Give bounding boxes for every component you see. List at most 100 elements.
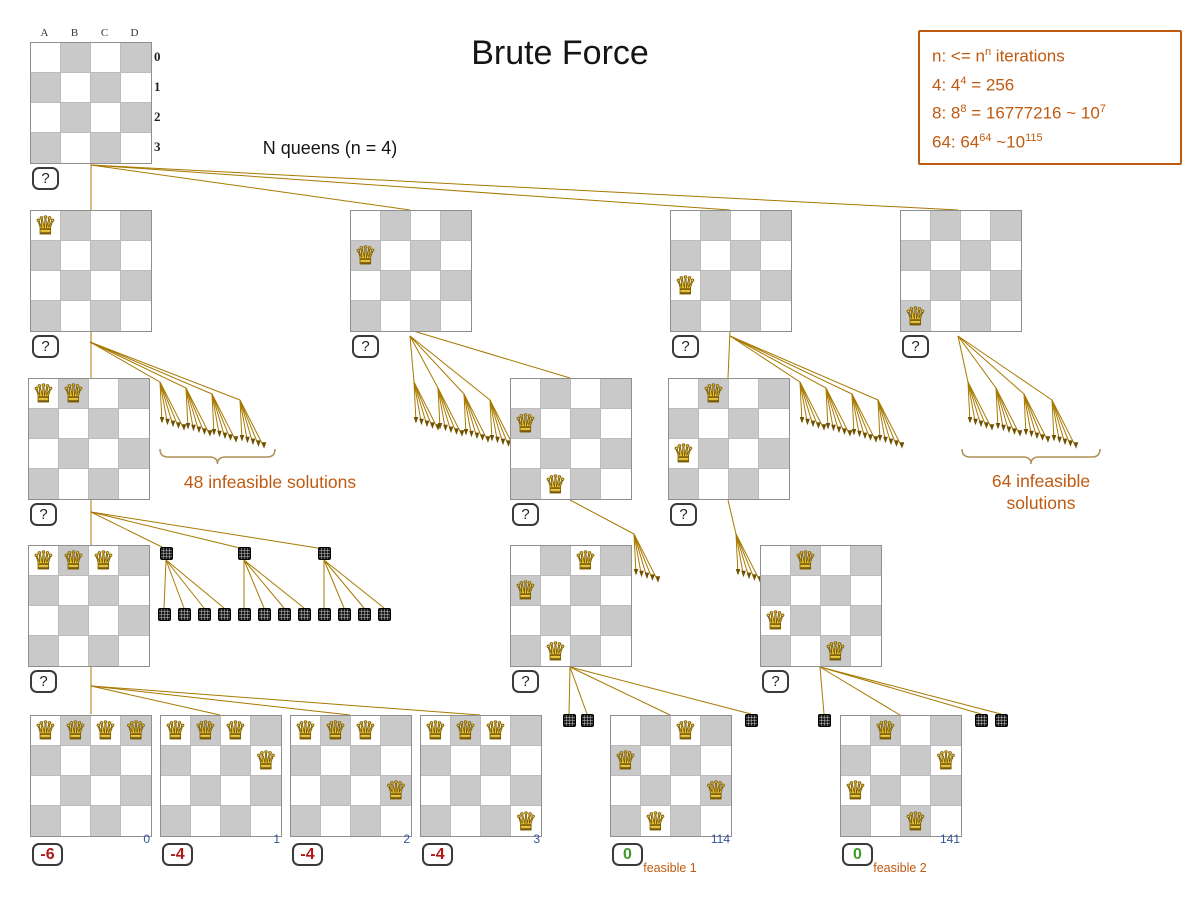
- solution-index: 114: [710, 832, 730, 846]
- board-cell: [321, 776, 351, 806]
- board-cell: ♛: [481, 716, 511, 746]
- board-cell: ♛: [611, 746, 641, 776]
- info-line-2: 4: 44 = 256: [932, 74, 1015, 95]
- board-cell: [601, 606, 631, 636]
- board-cell: [641, 746, 671, 776]
- board-cell: ♛: [31, 716, 61, 746]
- score-badge: 0: [842, 843, 873, 866]
- board-cell: [669, 409, 699, 439]
- board-cell: [481, 776, 511, 806]
- unknown-score-badge: ?: [670, 503, 697, 526]
- board-cell: [31, 301, 61, 331]
- board-cell: [441, 211, 471, 241]
- board-cell: [991, 211, 1021, 241]
- board-cell: [411, 271, 441, 301]
- board-cell: [641, 776, 671, 806]
- board-cell: [29, 606, 59, 636]
- board-cell: [731, 301, 761, 331]
- board-cell: ♛: [251, 746, 281, 776]
- queen-icon: ♛: [64, 716, 87, 745]
- board-cell: [119, 546, 149, 576]
- board-cell: ♛: [511, 409, 541, 439]
- board-cell: [671, 746, 701, 776]
- board-cell: [511, 606, 541, 636]
- queen-icon: ♛: [484, 716, 507, 745]
- board-cell: [481, 806, 511, 836]
- board-cell: ♛: [671, 271, 701, 301]
- board-a1b3: ♛♛: [510, 378, 632, 500]
- queen-icon: ♛: [844, 776, 867, 805]
- board-cell: ♛: [221, 716, 251, 746]
- board-cell: [119, 606, 149, 636]
- board-a0b0: ♛♛: [28, 378, 150, 500]
- queen-icon: ♛: [904, 806, 927, 836]
- board-cell: [731, 241, 761, 271]
- board-cell: [381, 716, 411, 746]
- board-cell: [571, 606, 601, 636]
- feasible-label: feasible 2: [873, 861, 927, 875]
- board-cell: [91, 241, 121, 271]
- board-cell: [441, 241, 471, 271]
- board-cell: ♛: [29, 546, 59, 576]
- pruned-node-icon: [238, 608, 251, 621]
- board-cell: [601, 379, 631, 409]
- board-cell: [701, 211, 731, 241]
- board-cell: ♛: [161, 716, 191, 746]
- board-cell: [119, 409, 149, 439]
- solution-index: 141: [939, 832, 960, 846]
- board-cell: [381, 241, 411, 271]
- board-sol0: ♛♛♛♛: [30, 715, 152, 837]
- unknown-score-badge: ?: [352, 335, 379, 358]
- board-a0: ♛: [30, 210, 152, 332]
- board-cell: [351, 211, 381, 241]
- board-cell: [511, 469, 541, 499]
- board-cell: [511, 546, 541, 576]
- feasible-label: feasible 1: [643, 861, 697, 875]
- queen-icon: ♛: [794, 546, 817, 575]
- board-cell: [61, 133, 91, 163]
- board-cell: [91, 103, 121, 133]
- subtitle: N queens (n = 4): [262, 138, 398, 158]
- unknown-score-badge: ?: [512, 670, 539, 693]
- unknown-score-badge: ?: [30, 670, 57, 693]
- board-cell: ♛: [31, 211, 61, 241]
- queen-icon: ♛: [904, 301, 927, 331]
- board-cell: [541, 606, 571, 636]
- pruned-node-icon: [338, 608, 351, 621]
- board-cell: [251, 716, 281, 746]
- board-cell: ♛: [59, 546, 89, 576]
- board-cell: [731, 211, 761, 241]
- board-cell: [571, 576, 601, 606]
- queen-icon: ♛: [34, 716, 57, 745]
- board-cell: [611, 716, 641, 746]
- board-cell: ♛: [291, 716, 321, 746]
- board-cell: [121, 271, 151, 301]
- board-cell: [901, 241, 931, 271]
- board-cell: [821, 546, 851, 576]
- pruned-node-icon: [563, 714, 576, 727]
- pruned-node-icon: [581, 714, 594, 727]
- board-cell: [89, 379, 119, 409]
- board-cell: [571, 636, 601, 666]
- board-cell: [601, 576, 631, 606]
- board-cell: [61, 211, 91, 241]
- queen-icon: ♛: [674, 271, 697, 300]
- board-cell: [541, 439, 571, 469]
- board-cell: [421, 776, 451, 806]
- board-cell: [61, 746, 91, 776]
- board-cell: [601, 469, 631, 499]
- board-a0b0c0: ♛♛♛: [28, 545, 150, 667]
- board-cell: ♛: [59, 379, 89, 409]
- board-cell: [121, 776, 151, 806]
- queen-icon: ♛: [324, 716, 347, 745]
- board-a2b0c3: ♛♛♛: [760, 545, 882, 667]
- board-a1: ♛: [350, 210, 472, 332]
- board-cell: [351, 271, 381, 301]
- board-cell: [119, 439, 149, 469]
- board-cell: [31, 806, 61, 836]
- queen-icon: ♛: [702, 379, 725, 408]
- board-cell: [29, 409, 59, 439]
- board-sol2: ♛♛♛♛: [290, 715, 412, 837]
- queen-icon: ♛: [824, 636, 847, 666]
